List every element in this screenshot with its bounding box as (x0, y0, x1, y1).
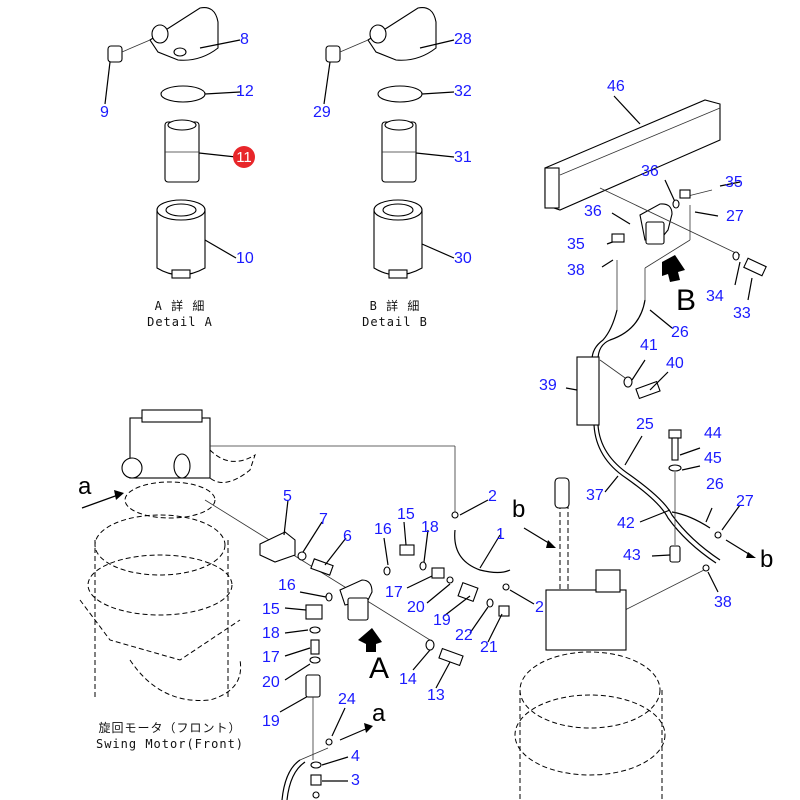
clamp-39[interactable] (576, 356, 600, 426)
caption-detail-b-en: Detail B (362, 315, 428, 329)
part-label-8[interactable]: 8 (240, 31, 249, 48)
detail-a-group (104, 7, 241, 279)
part-label-32[interactable]: 32 (454, 83, 472, 100)
filter-head-28[interactable] (367, 7, 437, 61)
plug-29[interactable] (325, 39, 369, 63)
part-label-46[interactable]: 46 (607, 78, 625, 95)
view-ref-a-bottom: a (372, 700, 386, 727)
filter-element-31[interactable] (381, 119, 417, 183)
o-ring-32[interactable] (377, 85, 423, 103)
part-label-26-bottom[interactable]: 26 (706, 476, 724, 493)
part-label-36-left[interactable]: 36 (584, 203, 602, 220)
part-label-7[interactable]: 7 (319, 511, 328, 528)
part-label-1[interactable]: 1 (496, 526, 505, 543)
part-label-17-left[interactable]: 17 (262, 649, 280, 666)
part-label-15-left[interactable]: 15 (262, 601, 280, 618)
bracket-5[interactable] (259, 531, 296, 563)
part-label-2-right[interactable]: 2 (535, 599, 544, 616)
part-label-40[interactable]: 40 (666, 355, 684, 372)
swing-motor-rear[interactable] (514, 477, 666, 800)
part-label-12[interactable]: 12 (236, 83, 254, 100)
part-label-16-top[interactable]: 16 (374, 521, 392, 538)
part-label-24[interactable]: 24 (338, 691, 356, 708)
part-label-19-top[interactable]: 19 (433, 612, 451, 629)
filter-head-8[interactable] (149, 7, 219, 61)
part-label-27-bottom[interactable]: 27 (736, 493, 754, 510)
view-ref-a-large: A (369, 652, 390, 685)
part-label-15-top[interactable]: 15 (397, 506, 415, 523)
part-label-43[interactable]: 43 (623, 547, 641, 564)
caption-detail-b: B 詳 細 Detail B (355, 298, 435, 330)
part-label-22[interactable]: 22 (455, 627, 473, 644)
swing-motor-front[interactable] (79, 409, 256, 701)
part-label-42[interactable]: 42 (617, 515, 635, 532)
part-label-18-top[interactable]: 18 (421, 519, 439, 536)
part-label-11-highlighted[interactable]: 11 (233, 146, 255, 168)
view-ref-b-large: B (676, 284, 697, 317)
plug-9[interactable] (107, 39, 151, 63)
part-label-31[interactable]: 31 (454, 149, 472, 166)
o-ring-12[interactable] (160, 85, 206, 103)
part-label-2-top[interactable]: 2 (488, 488, 497, 505)
caption-detail-a-jp: A 詳 細 (154, 299, 206, 313)
caption-detail-a: A 詳 細 Detail A (140, 298, 220, 330)
bolt-44[interactable] (668, 429, 682, 461)
caption-swing-motor: 旋回モータ（フロント） Swing Motor(Front) (90, 720, 250, 752)
caption-motor-jp: 旋回モータ（フロント） (98, 721, 242, 735)
filter-a-assembly[interactable] (339, 579, 373, 621)
part-label-9[interactable]: 9 (100, 104, 109, 121)
arrow-b-up (662, 255, 685, 282)
caption-detail-b-jp: B 詳 細 (369, 299, 421, 313)
view-ref-b-center: b (512, 496, 526, 523)
caption-detail-a-en: Detail A (147, 315, 213, 329)
part-label-16-left[interactable]: 16 (278, 577, 296, 594)
view-ref-a-left: a (78, 473, 92, 500)
part-label-21[interactable]: 21 (480, 639, 498, 656)
part-label-5[interactable]: 5 (283, 488, 292, 505)
part-label-37[interactable]: 37 (586, 487, 604, 504)
part-label-20-left[interactable]: 20 (262, 674, 280, 691)
part-label-29[interactable]: 29 (313, 104, 331, 121)
view-ref-b-right: b (760, 546, 774, 573)
part-label-27-top[interactable]: 27 (726, 208, 744, 225)
part-label-35-top[interactable]: 35 (725, 174, 743, 191)
filter-case-10[interactable] (156, 199, 206, 279)
washer-45[interactable] (668, 464, 682, 472)
part-label-18-left[interactable]: 18 (262, 625, 280, 642)
part-label-36-top[interactable]: 36 (641, 163, 659, 180)
part-label-20-top[interactable]: 20 (407, 599, 425, 616)
part-label-19-left[interactable]: 19 (262, 713, 280, 730)
part-label-44[interactable]: 44 (704, 425, 722, 442)
part-label-25[interactable]: 25 (636, 416, 654, 433)
part-label-28[interactable]: 28 (454, 31, 472, 48)
part-label-34[interactable]: 34 (706, 288, 724, 305)
part-label-3[interactable]: 3 (351, 772, 360, 789)
part-label-33[interactable]: 33 (733, 305, 751, 322)
part-label-13[interactable]: 13 (427, 687, 445, 704)
part-label-45[interactable]: 45 (704, 450, 722, 467)
part-label-30[interactable]: 30 (454, 250, 472, 267)
filter-case-30[interactable] (373, 199, 423, 279)
caption-motor-en: Swing Motor(Front) (95, 737, 245, 751)
part-label-4[interactable]: 4 (351, 748, 360, 765)
part-label-14[interactable]: 14 (399, 671, 417, 688)
part-label-39[interactable]: 39 (539, 377, 557, 394)
part-label-17-top[interactable]: 17 (385, 584, 403, 601)
hose-1[interactable] (454, 529, 511, 574)
part-label-10[interactable]: 10 (236, 250, 254, 267)
arrow-a-up (358, 628, 382, 652)
part-label-38-top[interactable]: 38 (567, 262, 585, 279)
filter-element-11[interactable] (164, 119, 200, 183)
part-label-6[interactable]: 6 (343, 528, 352, 545)
filter-b-assembly[interactable] (639, 203, 673, 245)
spacer-43[interactable] (669, 545, 681, 563)
part-label-38-bottom[interactable]: 38 (714, 594, 732, 611)
part-label-41[interactable]: 41 (640, 337, 658, 354)
detail-b-group (323, 7, 455, 279)
part-label-26-top[interactable]: 26 (671, 324, 689, 341)
frame-46[interactable] (544, 99, 721, 211)
part-label-35-left[interactable]: 35 (567, 236, 585, 253)
